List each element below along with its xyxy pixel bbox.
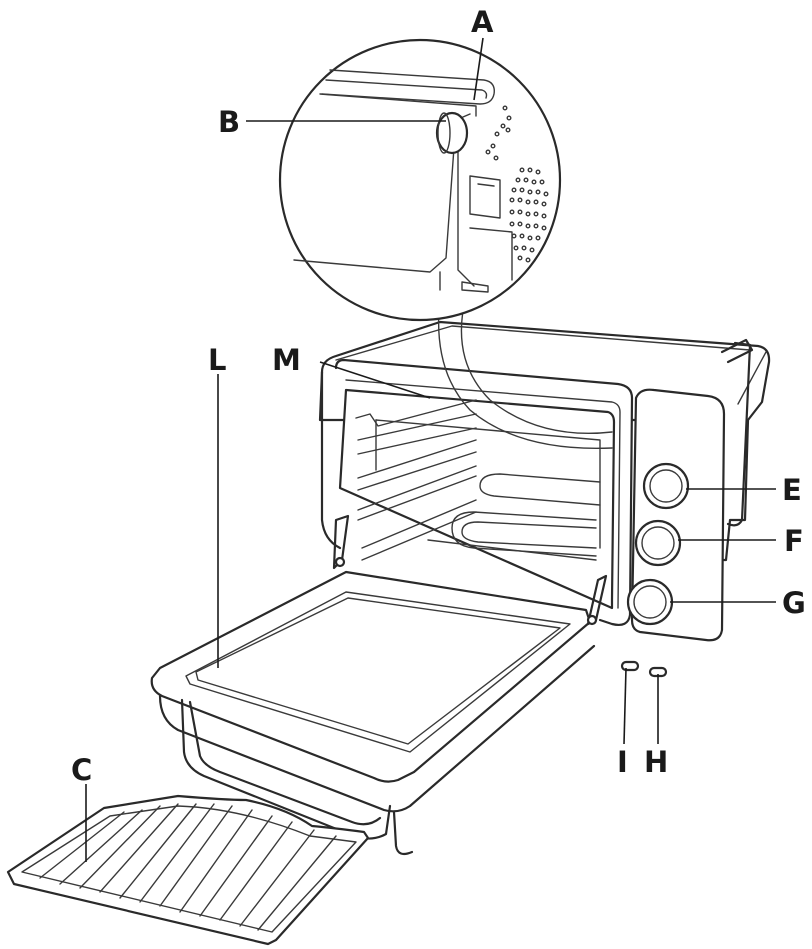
- knob-f: [634, 519, 682, 567]
- label-m: M: [272, 343, 301, 377]
- label-g: G: [782, 586, 806, 620]
- label-e: E: [782, 473, 802, 507]
- label-a: A: [471, 5, 494, 39]
- label-i: I: [617, 745, 628, 779]
- label-f: F: [784, 524, 804, 558]
- leader-i: [623, 667, 627, 745]
- knob-g: [626, 578, 674, 626]
- oven-door: [150, 514, 608, 856]
- label-h: H: [644, 745, 668, 779]
- leader-lines: [85, 37, 776, 862]
- label-c: C: [71, 753, 92, 787]
- knob-e: [642, 462, 690, 510]
- oven-cavity: [338, 388, 616, 610]
- leader-m: [319, 361, 431, 399]
- vent-holes: [485, 105, 549, 263]
- magnifier-callout: [278, 38, 613, 450]
- label-l: L: [208, 343, 226, 377]
- leader-a: [473, 37, 484, 101]
- indicator-lamp-i: [620, 660, 640, 672]
- wire-rack: [6, 794, 370, 946]
- label-b: B: [218, 105, 240, 139]
- part-labels: A B C E F G H I L M: [71, 5, 806, 787]
